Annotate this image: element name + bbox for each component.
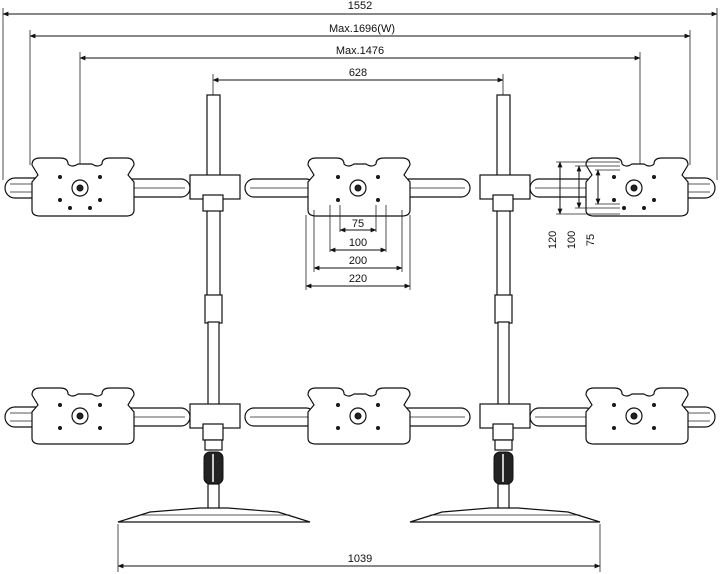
dimension-1039: 1039 xyxy=(117,524,601,572)
label-vesa-100-v: 100 xyxy=(566,231,578,249)
bottom-right-vesa-plate xyxy=(585,387,689,445)
label-vesa-200-h: 200 xyxy=(349,255,367,267)
left-pole xyxy=(204,94,223,445)
dimension-628: 628 xyxy=(212,67,504,95)
label-vesa-120-v: 120 xyxy=(547,231,559,249)
label-max-1476: Max.1476 xyxy=(336,45,384,57)
bottom-center-vesa-plate xyxy=(307,387,411,445)
vesa-vertical-dimensions: 120 100 75 xyxy=(547,161,620,249)
label-1039: 1039 xyxy=(348,553,372,565)
label-vesa-75-v: 75 xyxy=(585,234,597,246)
dimension-1552: 1552 xyxy=(2,0,718,180)
top-left-vesa-plate xyxy=(31,157,135,217)
label-1552: 1552 xyxy=(348,0,372,12)
label-vesa-220-h: 220 xyxy=(349,273,367,285)
label-628: 628 xyxy=(349,67,367,79)
bottom-left-vesa-plate xyxy=(31,387,135,445)
top-center-vesa-plate xyxy=(307,157,411,217)
label-vesa-100-h: 100 xyxy=(349,237,367,249)
label-max-1696: Max.1696(W) xyxy=(329,23,395,35)
label-vesa-75-h: 75 xyxy=(352,218,364,230)
right-pole xyxy=(494,94,513,445)
dimension-max-1476: Max.1476 xyxy=(79,45,641,175)
vesa-horizontal-dimensions: 75 100 200 220 xyxy=(305,205,411,290)
left-base xyxy=(117,439,311,523)
dimension-max-1696: Max.1696(W) xyxy=(29,23,691,165)
right-base xyxy=(409,439,601,523)
top-right-vesa-plate xyxy=(585,157,689,217)
